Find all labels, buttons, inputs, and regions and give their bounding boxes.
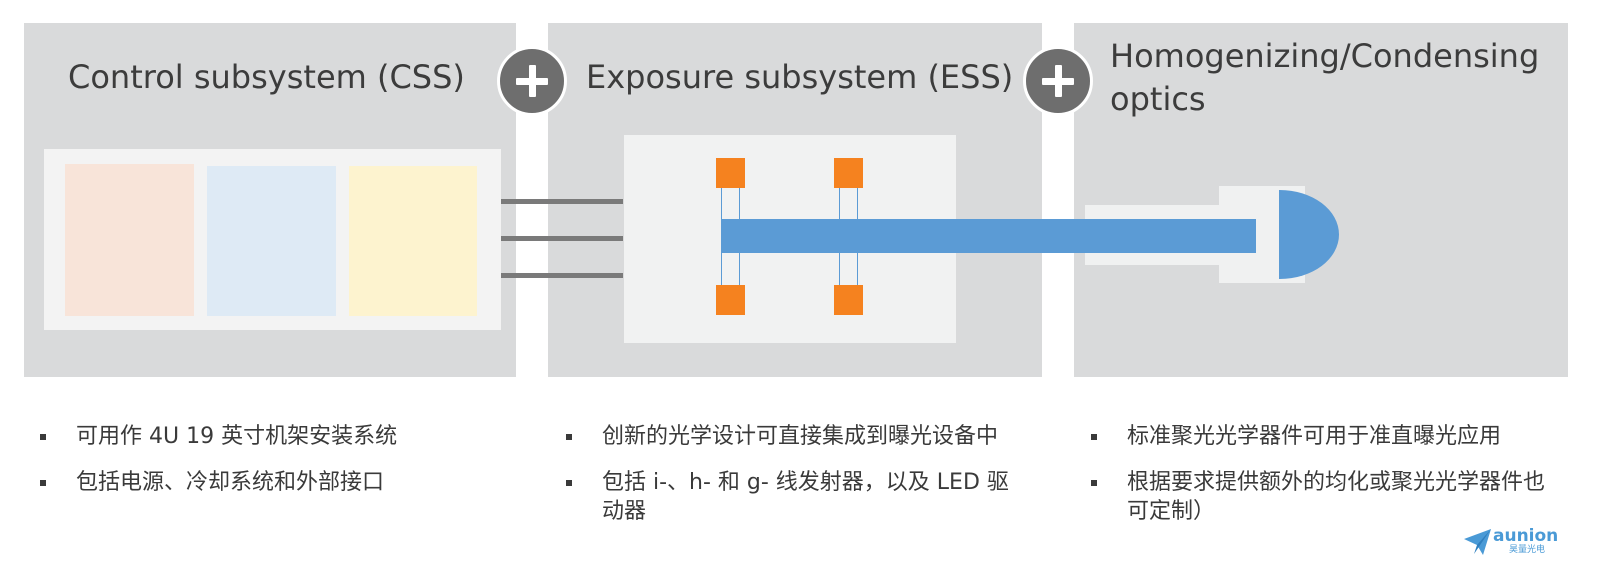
light-guide-rod xyxy=(721,219,1256,253)
css-feature-list: 可用作 4U 19 英寸机架安装系统 包括电源、冷却系统和外部接口 xyxy=(40,422,510,514)
list-item: 根据要求提供额外的均化或聚光光学器件也可定制） xyxy=(1091,468,1549,526)
emitter-clamp xyxy=(716,158,745,188)
bullet-icon xyxy=(1091,434,1097,440)
logo-subtitle: 昊量光电 xyxy=(1509,545,1546,555)
bullet-icon xyxy=(566,480,572,486)
list-item-text: 包括 i-、h- 和 g- 线发射器，以及 LED 驱动器 xyxy=(602,470,1009,524)
bullet-icon xyxy=(40,434,46,440)
css-module-2 xyxy=(207,166,336,316)
css-panel: Control subsystem (CSS) xyxy=(24,23,516,377)
cable-connector xyxy=(501,236,623,241)
optics-panel-title-line2: optics xyxy=(1110,80,1206,118)
css-module-3 xyxy=(349,166,477,316)
list-item: 标准聚光光学器件可用于准直曝光应用 xyxy=(1091,422,1549,451)
optics-panel: Homogenizing/Condensing optics xyxy=(1074,23,1568,377)
list-item-text: 包括电源、冷却系统和外部接口 xyxy=(76,470,385,495)
emitter-clamp xyxy=(834,158,863,188)
list-item-text: 可用作 4U 19 英寸机架安装系统 xyxy=(76,424,398,449)
list-item-text: 根据要求提供额外的均化或聚光光学器件也可定制） xyxy=(1127,470,1546,524)
css-rack-unit xyxy=(44,149,501,330)
optics-feature-list: 标准聚光光学器件可用于准直曝光应用 根据要求提供额外的均化或聚光光学器件也可定制… xyxy=(1091,422,1549,543)
list-item-text: 标准聚光光学器件可用于准直曝光应用 xyxy=(1127,424,1502,449)
cable-connector xyxy=(501,199,623,204)
cable-connector xyxy=(501,273,623,278)
list-item: 创新的光学设计可直接集成到曝光设备中 xyxy=(566,422,1028,451)
css-module-1 xyxy=(65,164,194,316)
optics-panel-title-line1: Homogenizing/Condensing xyxy=(1110,37,1540,75)
company-logo: aunion 昊量光电 xyxy=(1463,525,1563,559)
emitter-clamp xyxy=(716,285,745,315)
list-item-text: 创新的光学设计可直接集成到曝光设备中 xyxy=(602,424,999,449)
ess-panel-title: Exposure subsystem (ESS) xyxy=(586,58,1014,96)
list-item: 包括 i-、h- 和 g- 线发射器，以及 LED 驱动器 xyxy=(566,468,1028,526)
bullet-icon xyxy=(40,480,46,486)
emitter-clamp xyxy=(834,285,863,315)
list-item: 包括电源、冷却系统和外部接口 xyxy=(40,468,510,497)
bullet-icon xyxy=(1091,480,1097,486)
plus-icon xyxy=(1023,46,1093,116)
paper-plane-icon xyxy=(1464,529,1491,555)
plus-icon xyxy=(497,46,567,116)
ess-feature-list: 创新的光学设计可直接集成到曝光设备中 包括 i-、h- 和 g- 线发射器，以及… xyxy=(566,422,1028,543)
css-panel-title: Control subsystem (CSS) xyxy=(68,58,465,96)
bullet-icon xyxy=(566,434,572,440)
logo-wordmark: aunion xyxy=(1493,526,1559,546)
list-item: 可用作 4U 19 英寸机架安装系统 xyxy=(40,422,510,451)
